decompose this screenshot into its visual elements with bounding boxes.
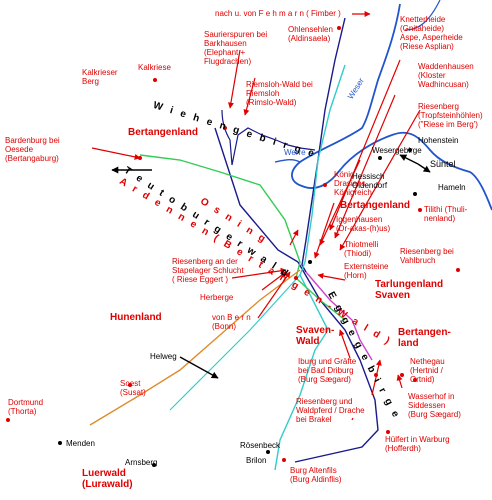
label-tilithi: Tilithi (Thuli- nenland)	[424, 205, 468, 223]
label-riesenberg-stap: Riesenberg an der Stapelager Schlucht ( …	[172, 257, 244, 284]
river-label-werre: Werre	[284, 148, 306, 157]
label-soest: Soest (Susat)	[120, 379, 146, 397]
label-menden: Menden	[66, 439, 95, 448]
label-iburg: Iburg und Gräfte bei Bad Driburg (Burg S…	[298, 357, 357, 384]
label-hunenland: Hunenland	[110, 312, 162, 323]
label-riesenberg-brakel: Riesenberg und Waldpferd / Drache bei Br…	[296, 397, 365, 424]
arrow-weser-1	[399, 154, 419, 165]
label-riemsloh: Riemsloh-Wald bei Riemsloh (Rimslo-Wald)	[246, 80, 313, 107]
route-magenta	[305, 271, 373, 361]
label-dortmund: Dortmund (Thorta)	[8, 398, 44, 416]
pointer-arrows	[91, 49, 421, 421]
town-dots	[58, 148, 417, 467]
arrow-helweg	[179, 356, 219, 379]
label-riesenberg-vahl: Riesenberg bei Vahlbruch	[400, 247, 454, 265]
label-bertangenland-nw: Bertangenland	[128, 127, 199, 138]
label-bardenburg: Bardenburg bei Oesede (Bertangaburg)	[5, 136, 60, 163]
label-saurier: Saurierspuren bei Barkhausen (Elephant +…	[204, 30, 268, 66]
label-nethegau: Nethegau (Hertnid / Ortnid)	[410, 357, 445, 384]
wiehen-boundary	[221, 109, 316, 166]
label-waddenhausen: Waddenhausen (Kloster Wadhincusan)	[418, 62, 474, 89]
route-orange	[89, 269, 301, 426]
label-helweg: Helweg	[150, 352, 177, 361]
label-bern: von B e r n (Bonn)	[212, 313, 251, 331]
label-kalkriese: Kalkriese	[138, 63, 171, 72]
label-suentel: Süntel	[430, 159, 456, 169]
route-main	[214, 17, 379, 463]
label-hohenstein: Hohenstein	[418, 136, 459, 145]
label-bertangen-land-se: Bertangen- land	[398, 327, 451, 349]
label-koenig: König Drasians Königreich	[334, 170, 372, 197]
weser-river	[291, 3, 492, 211]
label-wasserhof: Wasserhof in Siddessen (Burg Sægard)	[408, 392, 461, 419]
label-luerwald: Luerwald (Lurawald)	[82, 468, 133, 490]
label-altenfils: Burg Altenfils (Burg Aldinflis)	[290, 466, 342, 484]
label-iggenhausen: Iggenhausen (Dr-akas-(h)us)	[336, 215, 391, 233]
label-thiotmelli: Thiotmelli (Thiodi)	[344, 240, 379, 258]
label-ohlensehlen: Ohlensehlen (Aldinsaela)	[288, 25, 333, 43]
label-huelfert: Hülfert in Warburg (Hofferdh)	[385, 435, 450, 453]
label-externsteine: Externsteine (Horn)	[344, 262, 389, 280]
label-bertangenland-mid: Bertangenland	[340, 200, 411, 211]
route-cyan-2	[169, 274, 301, 411]
label-svaven-wald: Svaven- Wald	[296, 325, 335, 347]
label-knetterheide: Knetterheide (Gnitaheide) Aspe, Asperhei…	[400, 15, 463, 51]
label-brilon: Brilon	[246, 456, 267, 465]
werre-river	[274, 159, 301, 163]
river-east	[404, 0, 441, 31]
label-roesenbeck: Rösenbeck	[240, 441, 281, 450]
arrow-weser-2	[417, 163, 431, 173]
label-hameln: Hameln	[438, 183, 466, 192]
label-fehmarn: nach u. von F e h m a r n ( Fimber )	[215, 9, 341, 18]
label-tarlungen: Tarlungenland Svaven	[375, 279, 444, 301]
label-hessisch: Hessisch Oldendorf	[352, 172, 388, 190]
label-herberge: Herberge	[200, 293, 234, 302]
label-arnsberg: Arnsberg	[125, 458, 158, 467]
route-green	[139, 154, 346, 321]
label-kalkrieser-berg: Kalkrieser Berg	[82, 68, 118, 86]
label-wesergebirge: Wesergebirge	[372, 146, 422, 155]
label-riesenberg-top: Riesenberg (Tropfsteinhöhlen) ("Riese im…	[418, 102, 483, 129]
location-dots	[6, 26, 460, 462]
